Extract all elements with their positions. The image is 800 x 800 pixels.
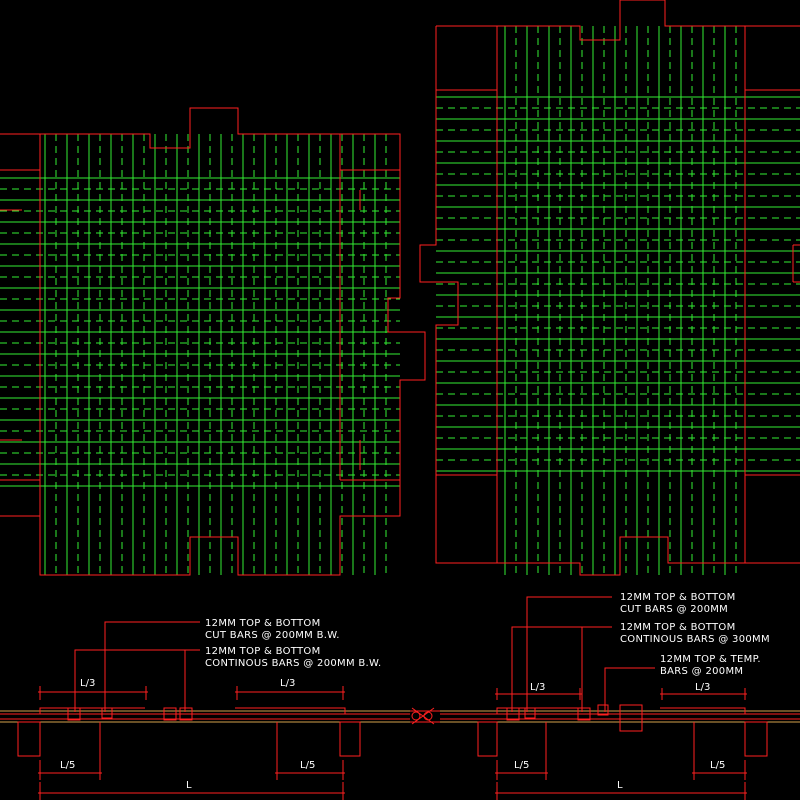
detail-left-leaders	[74, 621, 200, 712]
detail-left-dim-l5-b: L/5	[300, 760, 315, 771]
detail-right-note2-line1: 12MM TOP & BOTTOM	[620, 622, 736, 633]
detail-right-note1-line1: 12MM TOP & BOTTOM	[620, 592, 736, 603]
detail-left-dims	[38, 686, 345, 800]
detail-left-slab	[0, 710, 410, 723]
detail-left-dim-l3-a: L/3	[80, 678, 95, 689]
detail-right-dim-l3-b: L/3	[695, 682, 710, 693]
detail-right-dim-l: L	[617, 780, 623, 791]
detail-right-dims	[495, 688, 747, 800]
slab-plan-left	[0, 107, 426, 576]
plan-right-boundary	[436, 0, 800, 41]
section-detail-right: 12MM TOP & BOTTOM CUT BARS @ 200MM 12MM …	[440, 592, 800, 800]
slab-plan-right	[419, 0, 800, 576]
plan-left-outline	[0, 107, 426, 576]
detail-left-note2-line1: 12MM TOP & BOTTOM	[205, 646, 321, 657]
plan-left-rebar	[0, 134, 400, 575]
detail-right-dim-l3-a: L/3	[530, 682, 545, 693]
plan-left-boundary	[0, 107, 426, 576]
detail-right-bars	[440, 704, 800, 757]
detail-right-note3-line1: 12MM TOP & TEMP.	[660, 654, 761, 665]
detail-right-dim-l5-b: L/5	[710, 760, 725, 771]
detail-right-dim-l5-a: L/5	[514, 760, 529, 771]
section-detail-left: 12MM TOP & BOTTOM CUT BARS @ 200MM B.W. …	[0, 618, 410, 800]
detail-center-support	[410, 707, 440, 725]
detail-left-note2-line2: CONTINOUS BARS @ 200MM B.W.	[205, 658, 382, 669]
detail-right-note1-line2: CUT BARS @ 200MM	[620, 604, 728, 615]
detail-left-dim-l5-a: L/5	[60, 760, 75, 771]
detail-right-leaders	[511, 596, 655, 712]
detail-right-note2-line2: CONTINOUS BARS @ 300MM	[620, 634, 770, 645]
detail-left-note1-line1: 12MM TOP & BOTTOM	[205, 618, 321, 629]
detail-left-note1-line2: CUT BARS @ 200MM B.W.	[205, 630, 340, 641]
plan-right-outline	[419, 0, 800, 576]
detail-right-note3-line2: BARS @ 200MM	[660, 666, 743, 677]
detail-left-dim-l: L	[186, 780, 192, 791]
detail-left-bars	[0, 707, 410, 757]
detail-left-dim-l3-b: L/3	[280, 678, 295, 689]
